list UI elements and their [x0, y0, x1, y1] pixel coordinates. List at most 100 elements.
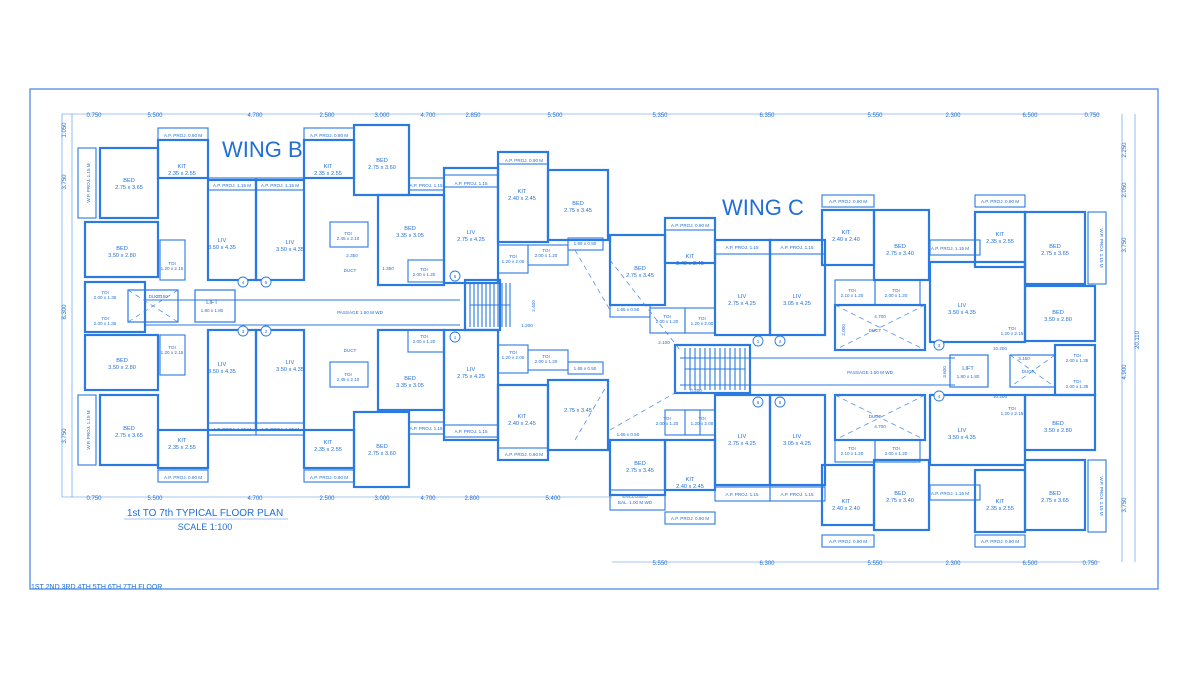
svg-text:KIT: KIT	[842, 499, 851, 505]
svg-text:A.P. PROJ. 1.15: A.P. PROJ. 1.15	[780, 245, 814, 250]
svg-text:3.50 x 4.35: 3.50 x 4.35	[948, 310, 976, 316]
svg-text:2.40 x 2.40: 2.40 x 2.40	[832, 237, 860, 243]
svg-text:3.150: 3.150	[1018, 356, 1030, 361]
svg-text:A.P. PROJ. 1.15 M: A.P. PROJ. 1.15 M	[261, 183, 299, 188]
svg-text:TOI: TOI	[420, 334, 428, 339]
duct-label-c2: DUCT	[869, 414, 882, 419]
svg-text:4: 4	[242, 280, 245, 285]
svg-text:LIV: LIV	[793, 434, 802, 440]
svg-text:2.75 x 4.25: 2.75 x 4.25	[457, 237, 485, 243]
svg-text:5: 5	[265, 280, 268, 285]
dim-bottom-b-1: 0.750	[86, 496, 102, 502]
sheet-border	[29, 88, 1159, 590]
svg-text:2.75 x 3.60: 2.75 x 3.60	[368, 451, 396, 457]
svg-text:TOI: TOI	[168, 261, 176, 266]
svg-text:LIV: LIV	[958, 303, 967, 309]
svg-text:4.700: 4.700	[874, 314, 886, 319]
dim-bottom-b-4: 2.500	[319, 496, 335, 502]
svg-text:A.P. PROJ. 0.90 M: A.P. PROJ. 0.90 M	[505, 452, 543, 457]
flat-numbers: 4 5 6 3 2 1 1 2 3 4 6 5	[237, 270, 945, 408]
svg-text:2.75 x 3.45: 2.75 x 3.45	[564, 208, 592, 214]
svg-text:10.200: 10.200	[993, 394, 1007, 399]
enclosed-balcony-label: ENCLOSED	[622, 494, 648, 499]
dim-left-4: 3.750	[62, 428, 68, 444]
svg-text:2.35 x 2.55: 2.35 x 2.55	[168, 171, 196, 177]
svg-text:A.P. PROJ. 1.15 M: A.P. PROJ. 1.15 M	[213, 427, 251, 432]
svg-text:A.P. PROJ. 1.15 M: A.P. PROJ. 1.15 M	[213, 183, 251, 188]
svg-text:LIV: LIV	[738, 434, 747, 440]
svg-text:LIV: LIV	[286, 360, 295, 366]
svg-text:A.P. PROJ. 0.90 M: A.P. PROJ. 0.90 M	[505, 158, 543, 163]
dim-top-11: 5.550	[867, 113, 883, 119]
svg-text:0.200: 0.200	[690, 388, 702, 393]
room-labels-wing-c: BED 2.75 x 3.45 KIT 2.40 x 2.45 LIV 2.75…	[617, 230, 1089, 512]
svg-text:2.75 x 3.45: 2.75 x 3.45	[564, 408, 592, 414]
svg-text:2.00 x 1.20: 2.00 x 1.20	[885, 293, 908, 298]
svg-text:KIT: KIT	[324, 440, 333, 446]
svg-text:A.P. PROJ. 0.90 M: A.P. PROJ. 0.90 M	[981, 199, 1019, 204]
svg-text:2.35 x 2.55: 2.35 x 2.55	[986, 506, 1014, 512]
svg-text:TOI: TOI	[698, 316, 706, 321]
svg-text:2.45 x 2.10: 2.45 x 2.10	[337, 377, 360, 382]
dim-top-13: 6.500	[1022, 113, 1038, 119]
dim-top-5: 3.000	[374, 113, 390, 119]
svg-text:A.P. PROJ. 0.90 M: A.P. PROJ. 0.90 M	[671, 516, 709, 521]
dim-right-3: 3.750	[1122, 237, 1128, 253]
svg-text:1.20 x 2.15: 1.20 x 2.15	[1001, 331, 1024, 336]
lift-label-b: LIFT	[206, 300, 218, 306]
svg-text:A.P. PROJ. 1.15 M: A.P. PROJ. 1.15 M	[261, 427, 299, 432]
svg-text:A.P. PROJ. 1.15: A.P. PROJ. 1.15	[409, 426, 443, 431]
svg-text:A.P. PROJ. 0.90 M: A.P. PROJ. 0.90 M	[310, 475, 348, 480]
svg-text:LIV: LIV	[793, 294, 802, 300]
svg-text:1.65 x 0.50: 1.65 x 0.50	[574, 366, 597, 371]
svg-text:3.50 x 2.80: 3.50 x 2.80	[108, 253, 136, 259]
svg-text:2: 2	[779, 339, 782, 344]
svg-text:6: 6	[757, 400, 760, 405]
svg-text:A.P. PROJ. 1.15: A.P. PROJ. 1.15	[454, 429, 488, 434]
duct-label-b: DUCT	[149, 294, 162, 299]
svg-text:TOI: TOI	[542, 248, 550, 253]
svg-text:TOI: TOI	[698, 416, 706, 421]
svg-text:TOI: TOI	[663, 314, 671, 319]
svg-text:TOI: TOI	[892, 446, 900, 451]
svg-text:4.700: 4.700	[874, 424, 886, 429]
dim-bottom-b-6: 4.700	[420, 496, 436, 502]
svg-text:TOI: TOI	[1073, 379, 1081, 384]
dim-top-14: 0.750	[1084, 113, 1100, 119]
svg-text:TOI: TOI	[663, 416, 671, 421]
svg-text:10.200: 10.200	[993, 346, 1007, 351]
svg-text:2.00 x 1.35: 2.00 x 1.35	[1066, 358, 1089, 363]
wing-c-label: WING C	[722, 195, 804, 220]
svg-text:TOI: TOI	[1008, 326, 1016, 331]
lift-size-c: 1.80 x 1.80	[957, 374, 980, 379]
lift-size-b: 1.80 x 1.80	[201, 308, 224, 313]
projection-labels: A.P. PROJ. 0.90 M A.P. PROJ. 0.90 M A.P.…	[86, 133, 1104, 544]
svg-text:2.75 x 3.60: 2.75 x 3.60	[368, 165, 396, 171]
dim-top-12: 2.300	[945, 113, 961, 119]
svg-text:W.P. PROJ. 1.15 M: W.P. PROJ. 1.15 M	[1099, 228, 1104, 267]
svg-text:LIV: LIV	[467, 230, 476, 236]
svg-text:A.P. PROJ. 0.90 M: A.P. PROJ. 0.90 M	[981, 539, 1019, 544]
floor-list: 1ST 2ND 3RD 4TH 5TH 6TH 7TH FLOOR	[31, 584, 162, 591]
svg-text:2.40 x 2.40: 2.40 x 2.40	[832, 506, 860, 512]
inner-dimensions: 10.200 10.200 3.150 3.150 4.700 4.700 2.…	[156, 253, 1030, 429]
dim-top-4: 2.500	[319, 113, 335, 119]
svg-text:TOI: TOI	[892, 288, 900, 293]
svg-text:1.20 x 2.15: 1.20 x 2.15	[161, 350, 184, 355]
svg-text:2.00 x 1.20: 2.00 x 1.20	[535, 359, 558, 364]
svg-text:2.00 x 1.20: 2.00 x 1.20	[413, 339, 436, 344]
svg-text:A.P. PROJ. 1.15: A.P. PROJ. 1.15	[780, 492, 814, 497]
svg-text:2.400: 2.400	[531, 300, 536, 312]
dim-bottom-c-6: 0.750	[1082, 561, 1098, 567]
svg-text:A.P. PROJ. 1.15: A.P. PROJ. 1.15	[409, 183, 443, 188]
svg-text:LIV: LIV	[958, 428, 967, 434]
svg-text:2.75 x 3.65: 2.75 x 3.65	[115, 433, 143, 439]
svg-text:2.35 x 2.55: 2.35 x 2.55	[314, 447, 342, 453]
dim-top-1: 0.750	[86, 113, 102, 119]
dim-bottom-b-8: 5.400	[545, 496, 561, 502]
passage-label-b: PASSAGE 1.50 M WD	[337, 310, 384, 315]
svg-text:BED: BED	[376, 444, 388, 450]
svg-text:A.P. PROJ. 0.90 M: A.P. PROJ. 0.90 M	[829, 539, 867, 544]
svg-text:3: 3	[242, 329, 245, 334]
svg-text:6: 6	[454, 274, 457, 279]
